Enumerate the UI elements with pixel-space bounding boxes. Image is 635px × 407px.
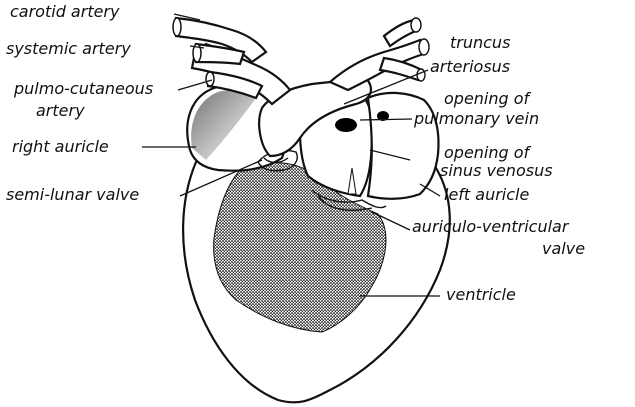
label-ventricle: ventricle <box>446 285 516 304</box>
label-pulmonary-vein-2: pulmonary vein <box>413 109 539 128</box>
label-right-auricle: right auricle <box>12 137 109 156</box>
label-truncus-1: truncus <box>450 33 510 52</box>
label-carotid-artery: carotid artery <box>10 2 120 21</box>
label-left-auricle: left auricle <box>444 185 529 204</box>
label-pulmonary-vein-1: opening of <box>444 89 532 108</box>
right-pulmo-vessel <box>380 58 422 80</box>
label-av-valve-2: valve <box>542 239 585 258</box>
label-pulmo-cutaneous-1: pulmo-cutaneous <box>13 79 153 98</box>
label-sinus-venosus-2: sinus venosus <box>440 161 553 180</box>
label-pulmo-cutaneous-2: artery <box>36 101 85 120</box>
label-av-valve-1: auriculo-ventricular <box>412 217 570 236</box>
label-semi-lunar-valve: semi-lunar valve <box>6 185 139 204</box>
pulmonary-vein-opening <box>335 118 357 132</box>
label-systemic-artery: systemic artery <box>6 39 131 58</box>
label-truncus-2: arteriosus <box>430 57 510 76</box>
label-sinus-venosus-1: opening of <box>444 143 532 162</box>
